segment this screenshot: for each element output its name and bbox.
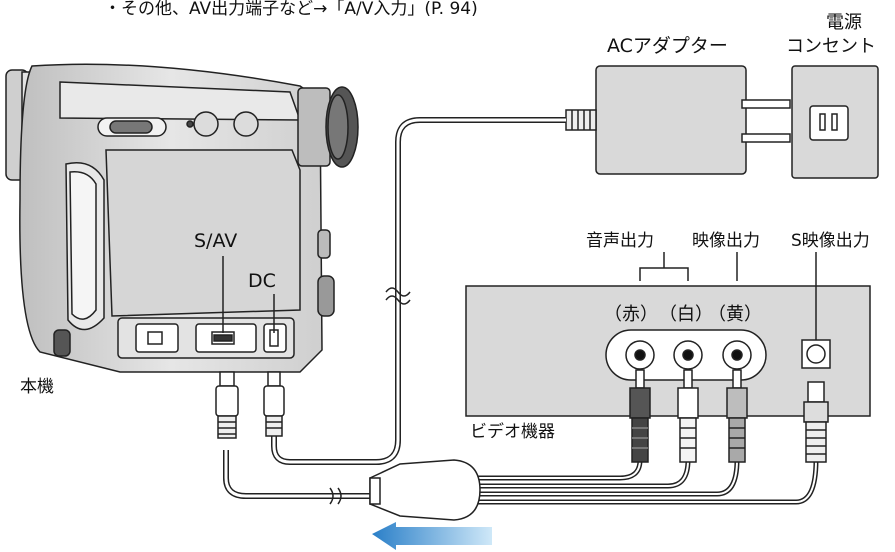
label-video-out: 映像出力 bbox=[692, 231, 760, 251]
wall-outlet bbox=[791, 65, 879, 179]
camera-plugs bbox=[215, 371, 285, 439]
label-white: （白） bbox=[659, 304, 713, 325]
device-leaders bbox=[639, 252, 817, 340]
next-page-arrow-icon bbox=[372, 522, 492, 550]
header-note: ・その他、AV出力端子など→「A/V入力」(P. 94) bbox=[104, 0, 478, 19]
label-dc-port: DC bbox=[248, 270, 276, 292]
label-yellow: （黄） bbox=[708, 304, 762, 325]
label-outlet-line2: コンセント bbox=[786, 36, 876, 57]
camcorder bbox=[5, 63, 359, 373]
device-plugs bbox=[629, 369, 829, 463]
cable-splitter bbox=[369, 459, 481, 521]
label-outlet-line1: 電源 bbox=[826, 12, 862, 33]
av-cable bbox=[223, 450, 819, 505]
dc-cable bbox=[271, 117, 566, 465]
label-video-device: ビデオ機器 bbox=[470, 421, 555, 442]
label-red: （赤） bbox=[604, 304, 658, 325]
camera-port-leaders bbox=[222, 256, 275, 333]
video-device bbox=[465, 285, 871, 417]
label-s-video-out: S映像出力 bbox=[791, 231, 870, 251]
label-ac-adapter: ACアダプター bbox=[607, 35, 728, 57]
ac-adapter bbox=[565, 65, 791, 175]
label-camera-body: 本機 bbox=[20, 377, 54, 397]
label-s-av-port: S/AV bbox=[194, 230, 237, 252]
label-audio-out: 音声出力 bbox=[586, 231, 654, 251]
